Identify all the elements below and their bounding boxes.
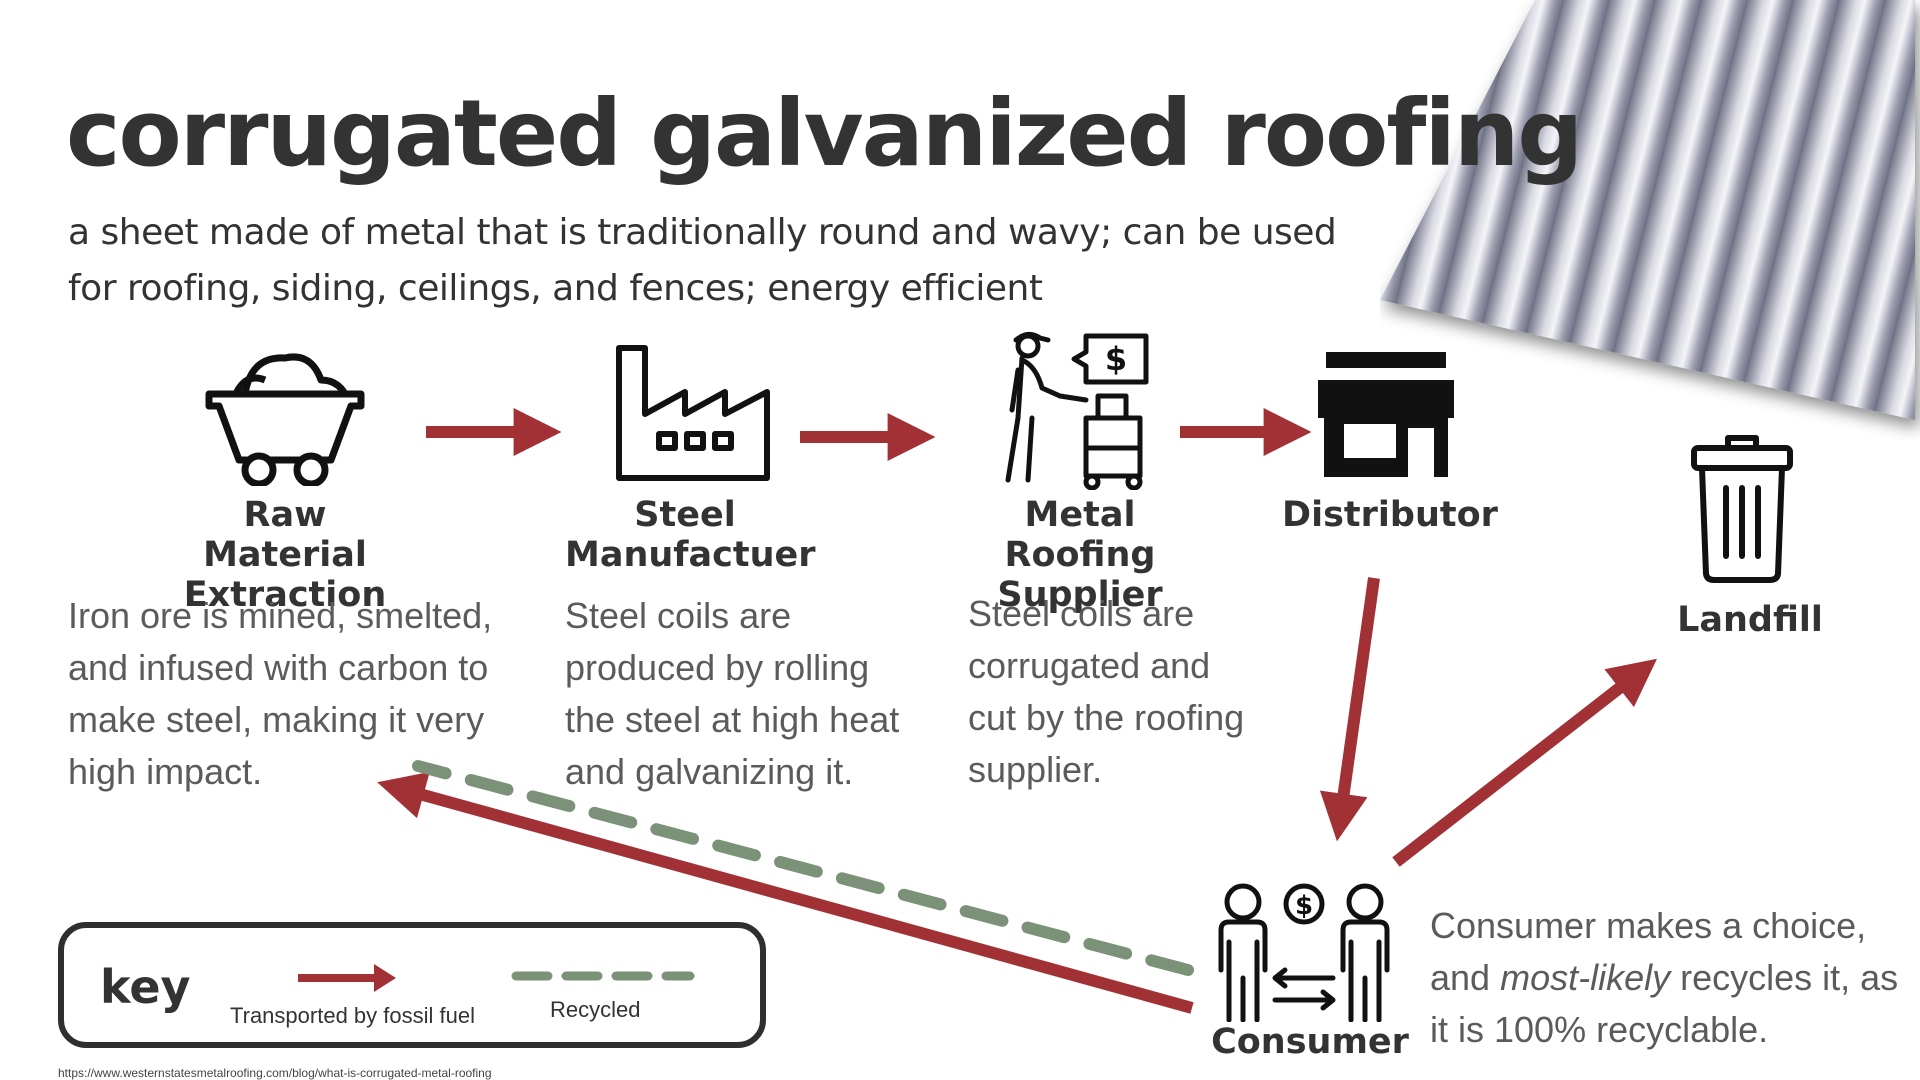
arrow-distributor-to-consumer <box>1319 577 1380 842</box>
key-fossil-arrow <box>298 964 396 992</box>
consumer-desc-end: recycles it, as it is 100% recyclable. <box>1430 957 1899 1050</box>
step-desc-metal-roofing-supplier: Steel coils are corrugated and cut by th… <box>968 593 1245 790</box>
trash-can-icon <box>1690 434 1795 584</box>
page-subtitle: a sheet made of metal that is traditiona… <box>68 212 1337 309</box>
corrugated-sheet-image <box>1380 0 1920 440</box>
arrow-consumer-to-landfill <box>1392 658 1658 867</box>
mine-cart-icon <box>205 336 365 486</box>
factory-icon <box>615 342 775 482</box>
step-desc-raw-material-extraction: Iron ore is mined, smelted, and infused … <box>68 595 493 792</box>
recycle-dashed-consumer-to-extraction <box>412 760 1194 976</box>
consumer-desc-emphasis: most-likely <box>1500 957 1671 998</box>
key-title: key <box>100 960 191 1014</box>
step-label-landfill: Landfill <box>1677 600 1823 640</box>
worker-cart-icon: $ <box>1000 330 1160 490</box>
step-label-distributor: Distributor <box>1282 495 1498 535</box>
key-fossil-label: Transported by fossil fuel <box>230 1003 475 1028</box>
step-label-consumer: Consumer <box>1211 1022 1409 1062</box>
svg-text:$: $ <box>1295 891 1313 921</box>
storefront-icon <box>1316 352 1456 477</box>
consumer-exchange-icon: $ <box>1215 882 1395 1022</box>
step-desc-steel-manufacturer: Steel coils are produced by rolling the … <box>565 595 900 792</box>
svg-text:$: $ <box>1105 340 1127 378</box>
step-label-metal-roofing-supplier: Metal Roofing Supplier <box>997 495 1163 615</box>
key-recycled-label: Recycled <box>550 997 641 1022</box>
step-label-steel-manufacturer: Steel Manufactuer <box>565 495 816 575</box>
source-url: https://www.westernstatesmetalroofing.co… <box>58 1066 492 1080</box>
arrow-consumer-to-extraction <box>377 771 1194 1014</box>
key-legend-box <box>58 922 766 1048</box>
step-desc-consumer: Consumer makes a choice, and most-likely… <box>1430 900 1900 1056</box>
step-label-raw-material-extraction: Raw Material Extraction <box>183 495 387 615</box>
page-title: corrugated galvanized roofing <box>66 80 1583 187</box>
consumer-desc-start: Consumer makes a choice, and <box>1430 905 1867 998</box>
key-recycled-dash <box>511 971 695 981</box>
